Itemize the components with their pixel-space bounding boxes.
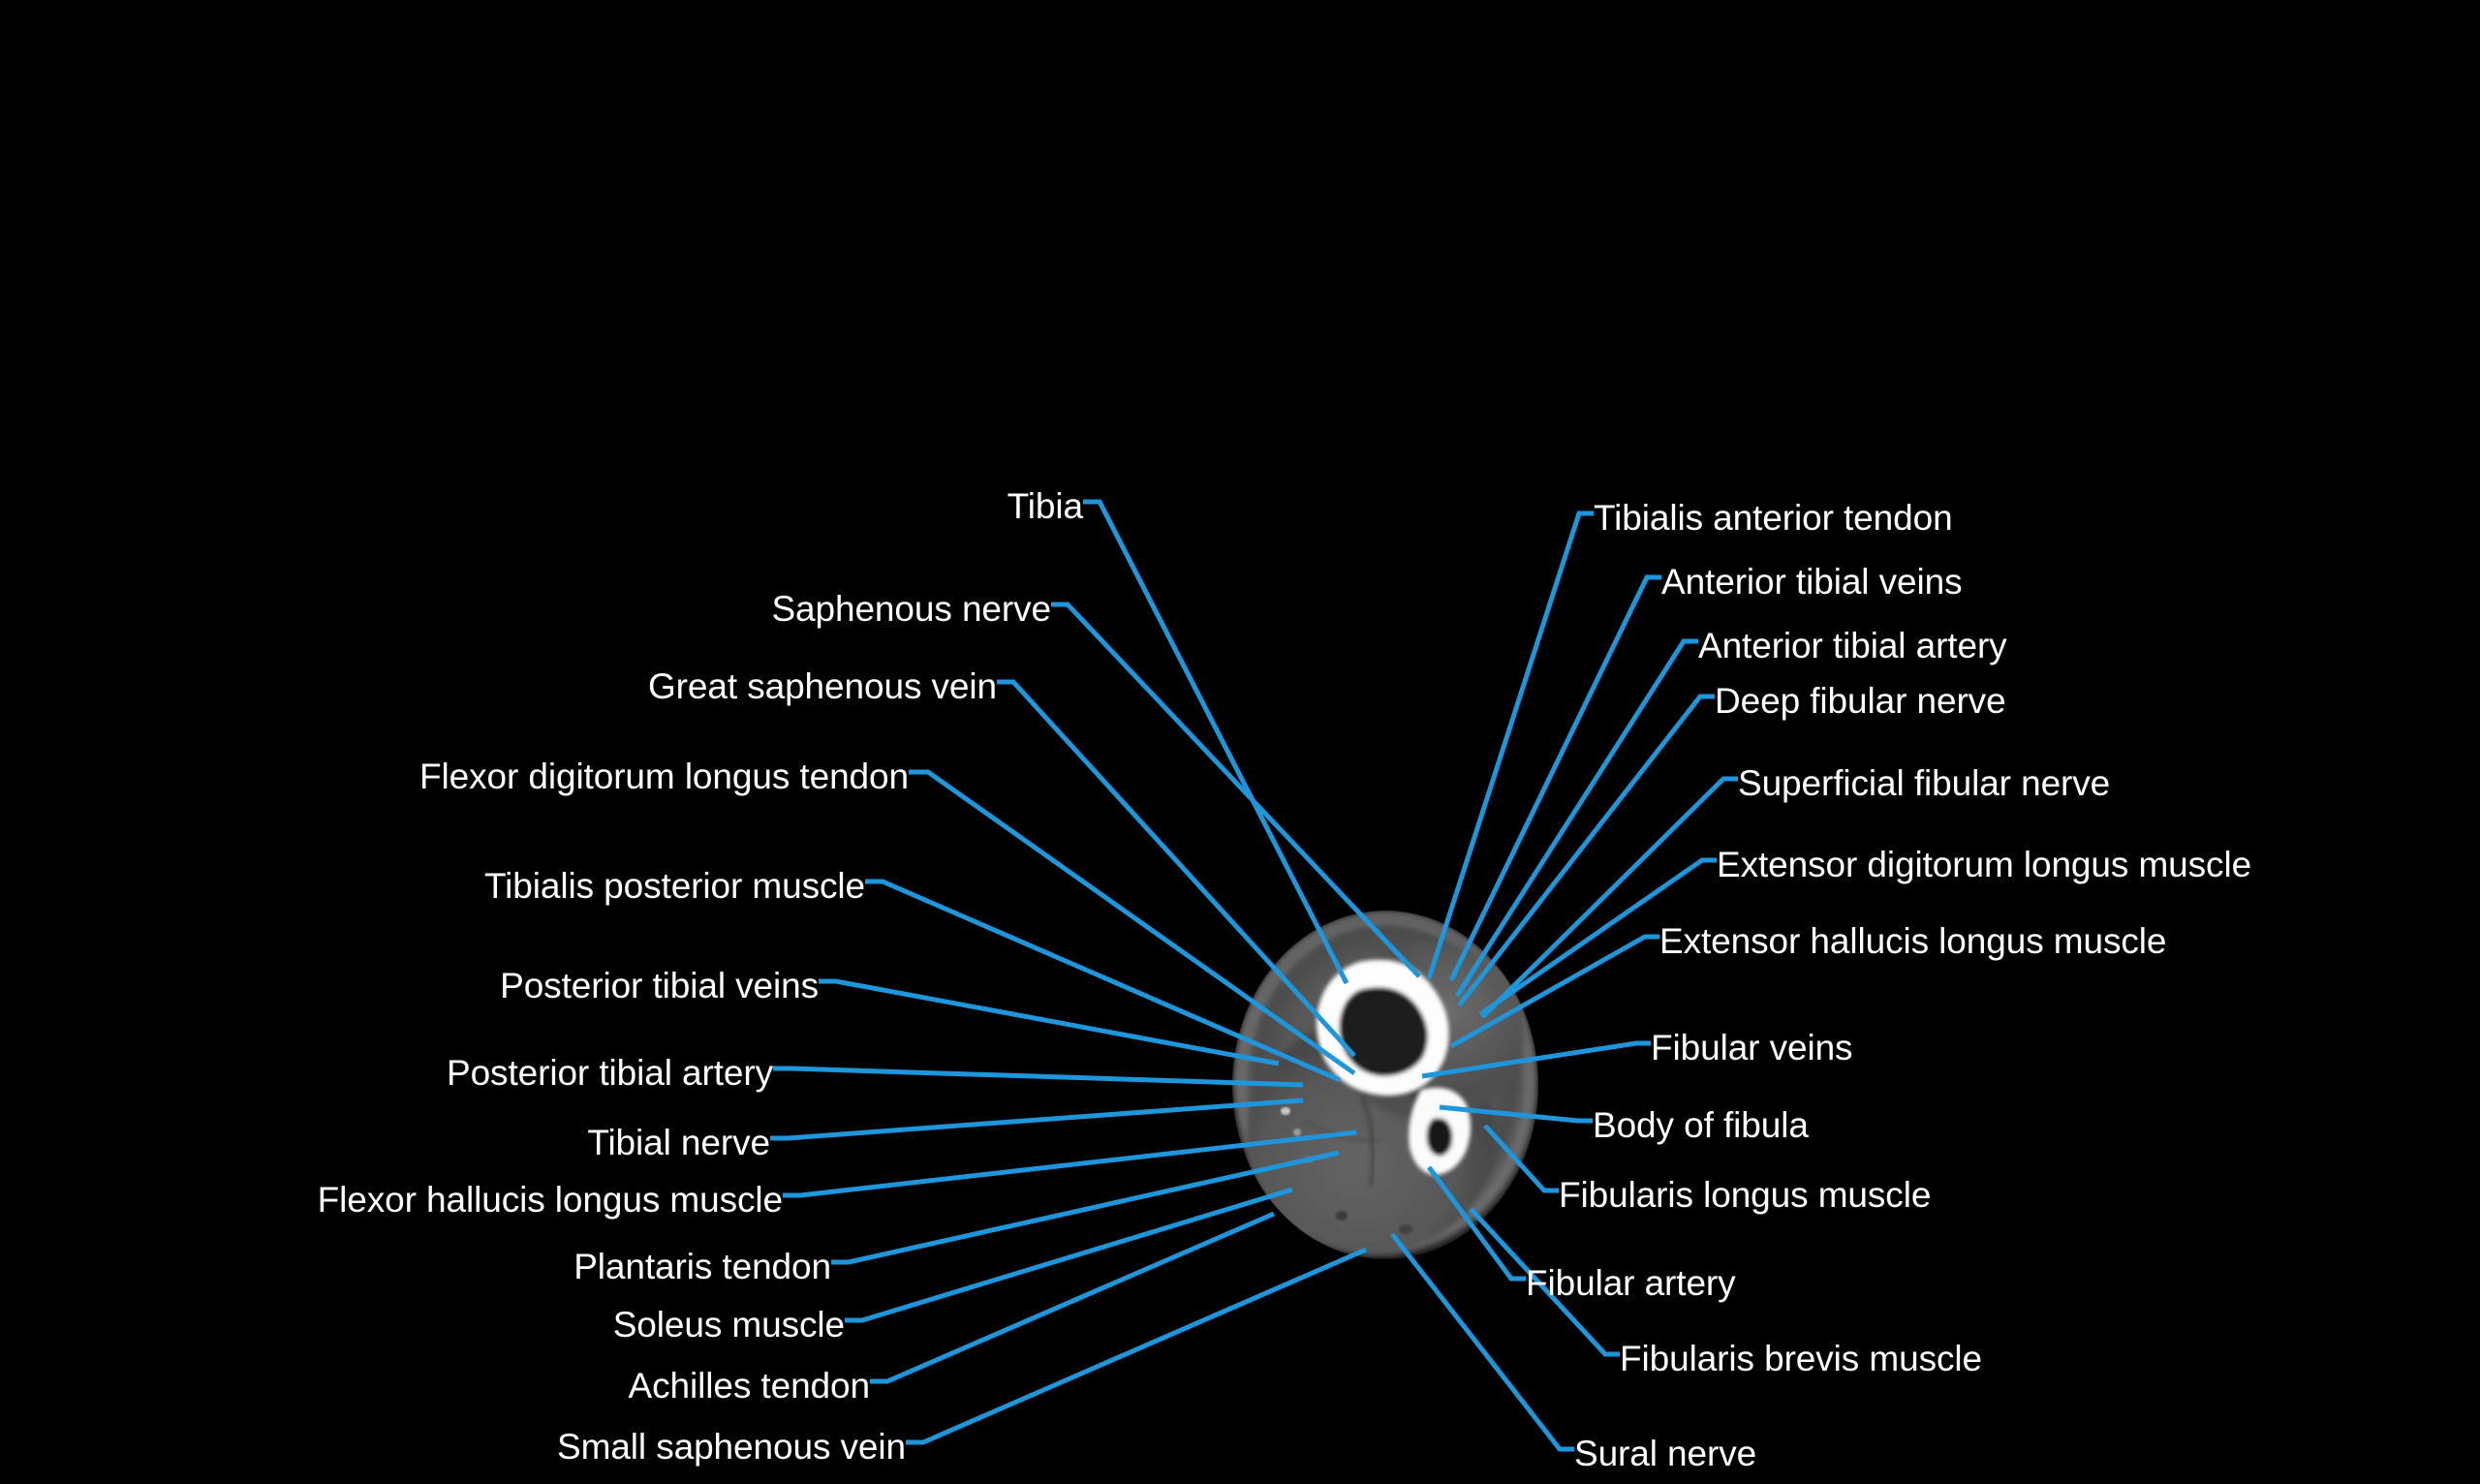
label-tibialis-posterior-muscle[interactable]: Tibialis posterior muscle — [484, 866, 865, 906]
label-tibialis-anterior-tendon[interactable]: Tibialis anterior tendon — [1594, 498, 1953, 538]
leader-fibular-artery — [1426, 1165, 1526, 1282]
label-flexor-hallucis-longus-muscle[interactable]: Flexor hallucis longus muscle — [317, 1180, 783, 1220]
label-body-of-fibula[interactable]: Body of fibula — [1593, 1105, 1809, 1145]
leader-posterior-tibial-veins — [819, 978, 1280, 1067]
label-posterior-tibial-artery[interactable]: Posterior tibial artery — [447, 1053, 773, 1093]
label-achilles-tendon[interactable]: Achilles tendon — [628, 1366, 871, 1406]
label-small-saphenous-vein[interactable]: Small saphenous vein — [557, 1427, 906, 1467]
leader-fibular-veins — [1421, 1040, 1651, 1079]
label-fibular-veins[interactable]: Fibular veins — [1651, 1028, 1853, 1067]
label-saphenous-nerve[interactable]: Saphenous nerve — [771, 589, 1051, 629]
leader-soleus-muscle — [845, 1187, 1293, 1323]
label-fibular-artery[interactable]: Fibular artery — [1526, 1263, 1736, 1303]
leader-tibial-nerve — [770, 1098, 1304, 1141]
ct-cross-section-image — [1216, 896, 1555, 1274]
label-tibial-nerve[interactable]: Tibial nerve — [587, 1123, 770, 1162]
leader-tibialis-anterior-tendon — [1426, 510, 1594, 979]
leader-achilles-tendon — [870, 1211, 1275, 1384]
leader-saphenous-nerve — [1051, 602, 1421, 978]
label-deep-fibular-nerve[interactable]: Deep fibular nerve — [1715, 681, 2006, 721]
leader-posterior-tibial-artery — [773, 1066, 1304, 1088]
label-soleus-muscle[interactable]: Soleus muscle — [612, 1305, 845, 1345]
label-anterior-tibial-veins[interactable]: Anterior tibial veins — [1661, 562, 1963, 602]
label-great-saphenous-vein[interactable]: Great saphenous vein — [647, 666, 997, 706]
label-superficial-fibular-nerve[interactable]: Superficial fibular nerve — [1738, 763, 2111, 803]
leader-fibularis-longus-muscle — [1483, 1124, 1559, 1193]
label-fibularis-longus-muscle[interactable]: Fibularis longus muscle — [1559, 1175, 1932, 1215]
leader-great-saphenous-vein — [997, 679, 1356, 1058]
label-sural-nerve[interactable]: Sural nerve — [1574, 1434, 1757, 1473]
label-plantaris-tendon[interactable]: Plantaris tendon — [574, 1247, 831, 1286]
label-anterior-tibial-artery[interactable]: Anterior tibial artery — [1698, 626, 2007, 665]
label-extensor-hallucis-longus-muscle[interactable]: Extensor hallucis longus muscle — [1659, 921, 2167, 961]
label-fibularis-brevis-muscle[interactable]: Fibularis brevis muscle — [1620, 1339, 1982, 1378]
leader-flexor-digitorum-longus-tendon — [909, 769, 1356, 1076]
label-tibia[interactable]: Tibia — [1007, 486, 1083, 526]
leader-plantaris-tendon — [831, 1150, 1340, 1265]
leader-body-of-fibula — [1439, 1104, 1593, 1124]
leader-flexor-hallucis-longus-muscle — [783, 1129, 1357, 1198]
label-extensor-digitorum-longus-muscle[interactable]: Extensor digitorum longus muscle — [1717, 845, 2252, 884]
leader-small-saphenous-vein — [906, 1247, 1367, 1445]
label-flexor-digitorum-longus-tendon[interactable]: Flexor digitorum longus tendon — [418, 757, 909, 796]
leader-tibia — [1083, 499, 1349, 985]
leader-superficial-fibular-nerve — [1480, 776, 1738, 1019]
label-posterior-tibial-veins[interactable]: Posterior tibial veins — [500, 966, 819, 1005]
leader-extensor-hallucis-longus-muscle — [1449, 934, 1659, 1049]
leader-tibialis-posterior-muscle — [865, 879, 1341, 1083]
leader-anterior-tibial-veins — [1448, 574, 1661, 982]
